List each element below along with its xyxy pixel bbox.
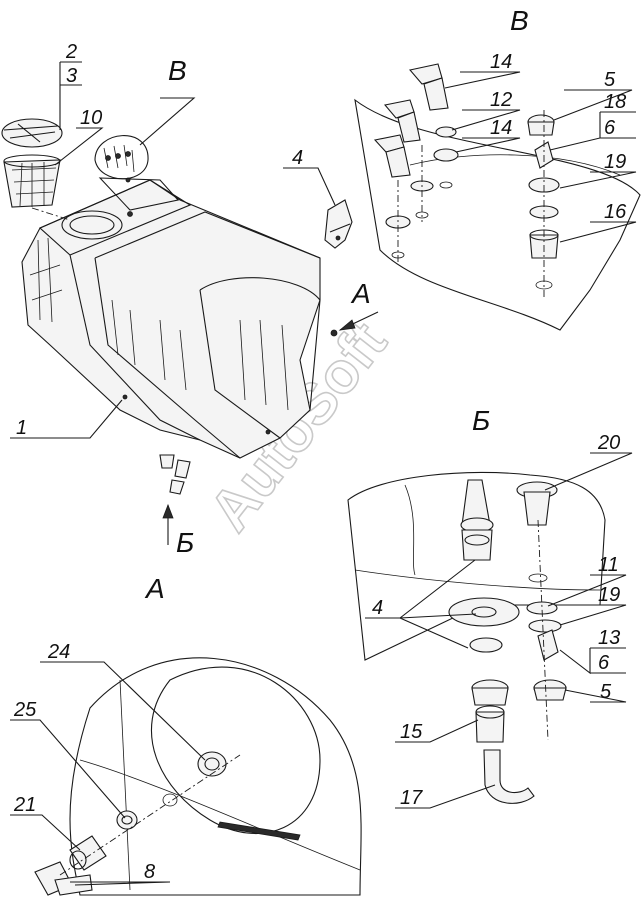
callout-4-top: 4 (292, 147, 303, 169)
bottom-fittings (159, 454, 191, 495)
callout-20: 20 (597, 432, 620, 454)
view-label-v-left: В (168, 55, 187, 86)
small-screw (330, 329, 338, 337)
callout-19-mid: 19 (598, 584, 620, 606)
view-label-a-arrow: А (350, 278, 371, 309)
axis-a (59, 754, 241, 876)
callout-4-mid: 4 (372, 597, 383, 619)
callout-11: 11 (598, 554, 619, 576)
tank-body (21, 177, 321, 459)
callout-5-mid: 5 (600, 681, 612, 703)
callout-10: 10 (80, 107, 102, 129)
callout-24: 24 (47, 641, 70, 663)
callout-19-top: 19 (604, 151, 626, 173)
callout-17: 17 (400, 787, 423, 809)
detail-circle-v (94, 135, 149, 180)
leader-lines (10, 61, 637, 886)
callout-16: 16 (604, 201, 627, 223)
view-label-a-title: А (144, 573, 165, 604)
callout-5-top: 5 (604, 69, 616, 91)
view-label-b-arrow: Б (176, 527, 194, 558)
callout-14-b: 14 (490, 117, 512, 139)
strainer-basket (3, 154, 61, 208)
view-label-v-title: В (510, 5, 529, 36)
view-arrow-a (338, 311, 379, 331)
callout-6-top: 6 (604, 117, 616, 139)
view-v-detail (354, 63, 641, 331)
callout-13: 13 (598, 627, 620, 649)
bracket-part (324, 199, 353, 249)
callout-14-a: 14 (490, 51, 512, 73)
callout-18: 18 (604, 91, 626, 113)
callout-3: 3 (66, 65, 77, 87)
axis-b-right (537, 519, 549, 741)
filler-cap (1, 118, 63, 148)
view-arrow-b (162, 503, 174, 545)
callout-8: 8 (144, 861, 155, 883)
view-a-detail (34, 657, 362, 896)
callout-2: 2 (65, 41, 77, 63)
view-label-b-title: Б (472, 405, 490, 436)
callout-6-mid: 6 (598, 652, 610, 674)
callout-15: 15 (400, 721, 423, 743)
callout-21: 21 (13, 794, 36, 816)
view-b-detail (347, 471, 606, 804)
callout-1: 1 (16, 417, 27, 439)
axis-cap-to-neck (31, 207, 71, 221)
callout-12: 12 (490, 89, 512, 111)
callout-25: 25 (13, 699, 37, 721)
